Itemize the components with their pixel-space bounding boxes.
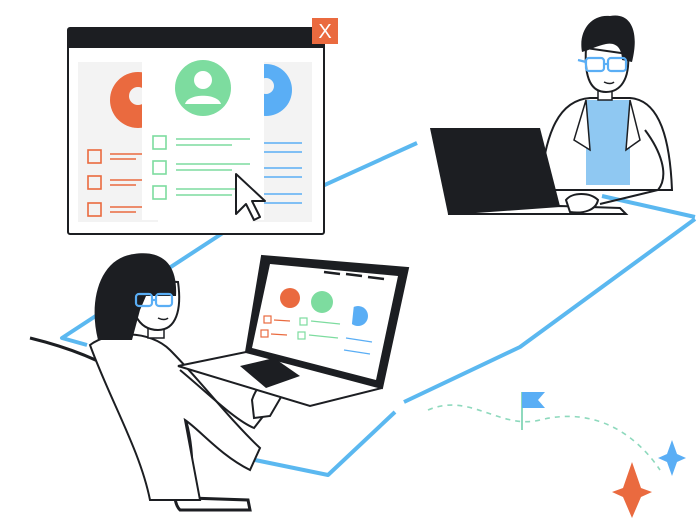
profile-window <box>67 27 325 235</box>
close-button[interactable]: X <box>312 18 338 44</box>
woman-arm <box>179 369 270 430</box>
woman-body <box>88 333 262 501</box>
checkbox-icon <box>87 149 102 217</box>
sparkle-icon <box>612 462 652 518</box>
glasses-icon <box>134 292 174 308</box>
checkbox-icon <box>152 135 167 200</box>
laptop-lid <box>430 128 562 214</box>
dashed-path <box>427 404 661 471</box>
flag-icon <box>521 392 545 430</box>
avatar-icon <box>311 291 333 313</box>
cursor-arrow-icon <box>235 173 266 221</box>
window-titlebar <box>68 28 324 48</box>
man-hand <box>564 193 600 214</box>
sparkle-icon <box>658 440 686 476</box>
man-hair <box>581 15 635 63</box>
close-icon: X <box>318 21 331 43</box>
avatar-icon <box>175 60 231 116</box>
avatar-icon <box>280 288 300 308</box>
laptop-keyboard <box>240 358 300 388</box>
man-character <box>538 15 674 205</box>
glasses-icon <box>577 56 628 73</box>
woman-laptop <box>177 254 410 408</box>
man-laptop <box>430 128 629 215</box>
